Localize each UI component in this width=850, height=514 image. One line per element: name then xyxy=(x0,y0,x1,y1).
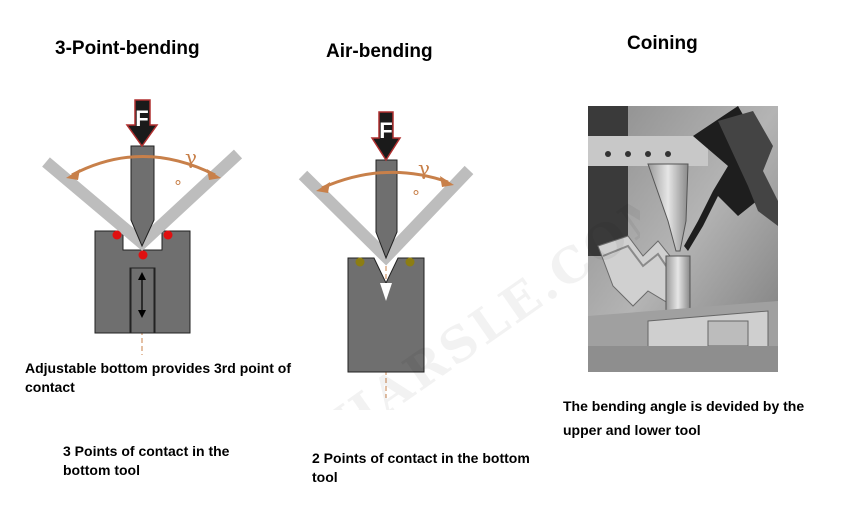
air-bending-caption: 2 Points of contact in the bottom tool xyxy=(312,450,530,485)
watermark-text: HARSLE.COM xyxy=(321,173,640,410)
coining-photo xyxy=(588,106,778,372)
three-point-bending-caption: 3 Points of contact in the bottom tool xyxy=(63,443,230,478)
air-bending-diagram: F γ ° xyxy=(298,111,474,398)
punch xyxy=(375,159,398,260)
degree-symbol: ° xyxy=(412,187,420,206)
force-label: F xyxy=(135,106,148,131)
three-point-bending-note: Adjustable bottom provides 3rd point of … xyxy=(25,360,291,395)
contact-point xyxy=(405,257,415,267)
contact-point xyxy=(163,230,173,240)
three-point-bending-diagram: F γ ° xyxy=(42,99,243,355)
title-3-point-bending: 3-Point-bending xyxy=(55,38,200,59)
force-label: F xyxy=(379,118,392,143)
bottom-die xyxy=(94,230,191,334)
watermark: HARSLE.COM xyxy=(321,173,640,410)
coining-caption: The bending angle is devided by the uppe… xyxy=(563,398,805,438)
force-arrow-icon xyxy=(370,111,402,162)
contact-point xyxy=(355,257,365,267)
punch xyxy=(130,145,155,248)
angle-arc xyxy=(71,155,216,177)
degree-symbol: ° xyxy=(174,177,182,196)
arc-arrowhead-left-icon xyxy=(316,182,330,193)
angle-symbol: γ xyxy=(418,156,430,180)
angle-arc xyxy=(321,170,449,190)
title-air-bending: Air-bending xyxy=(326,41,433,62)
angle-symbol: γ xyxy=(185,145,197,169)
arc-arrowhead-right-icon xyxy=(440,176,454,187)
arc-arrowhead-left-icon xyxy=(66,169,80,180)
contact-point xyxy=(112,230,122,240)
title-coining: Coining xyxy=(627,33,698,54)
arc-arrowhead-right-icon xyxy=(207,169,221,180)
die-v-opening xyxy=(380,283,392,301)
contact-point xyxy=(138,250,148,260)
force-arrow-icon xyxy=(125,99,159,148)
